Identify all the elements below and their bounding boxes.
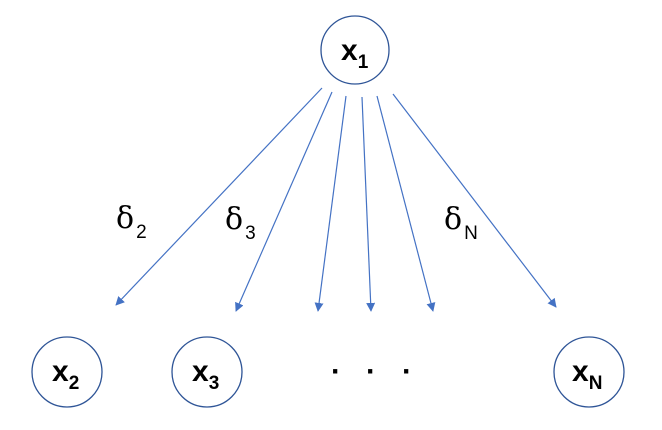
delta-2-sub: 2 bbox=[136, 222, 147, 243]
edge-x1-to-x3 bbox=[235, 91, 333, 312]
ellipsis-dot-2: · bbox=[366, 355, 376, 388]
node-x3-base: x bbox=[192, 355, 209, 388]
node-x1-sub: 1 bbox=[358, 52, 369, 73]
ellipsis-dot-1: · bbox=[331, 355, 341, 388]
edge-x1-to-dots-2 bbox=[361, 96, 376, 312]
node-xn-circle bbox=[553, 336, 625, 408]
node-x2-base: x bbox=[52, 355, 69, 388]
edge-x1-to-x2 bbox=[115, 87, 323, 306]
node-x3-circle bbox=[171, 336, 243, 408]
node-x3-sub: 3 bbox=[209, 373, 220, 394]
node-x2-circle bbox=[31, 336, 103, 408]
node-x2: x2 bbox=[31, 336, 103, 408]
ellipsis-dot-3: · bbox=[402, 355, 412, 388]
node-x1-circle bbox=[320, 15, 390, 85]
node-xn-sub: N bbox=[589, 373, 603, 394]
node-x3-label: x3 bbox=[192, 355, 219, 394]
node-x2-sub: 2 bbox=[69, 373, 80, 394]
node-xn-label: xN bbox=[572, 355, 602, 394]
node-x1: x1 bbox=[320, 15, 390, 85]
node-x1-base: x bbox=[341, 34, 358, 67]
edge-x1-to-dots-1 bbox=[314, 95, 347, 312]
edge-x1-to-xn bbox=[392, 93, 557, 308]
delta-3-symbol: δ bbox=[225, 202, 243, 237]
delta-n-symbol: δ bbox=[444, 202, 462, 237]
node-xn: xN bbox=[553, 336, 625, 408]
edge-x1-to-dots-3 bbox=[376, 95, 436, 312]
delta-2-symbol: δ bbox=[116, 201, 134, 236]
node-x1-label: x1 bbox=[341, 34, 369, 73]
node-xn-base: x bbox=[572, 355, 589, 388]
node-x3: x3 bbox=[171, 336, 243, 408]
node-x2-label: x2 bbox=[52, 355, 79, 394]
edges bbox=[115, 87, 557, 312]
delta-n-sub: N bbox=[464, 223, 478, 244]
ellipsis: · · · bbox=[331, 355, 412, 388]
delta-3-sub: 3 bbox=[245, 223, 256, 244]
